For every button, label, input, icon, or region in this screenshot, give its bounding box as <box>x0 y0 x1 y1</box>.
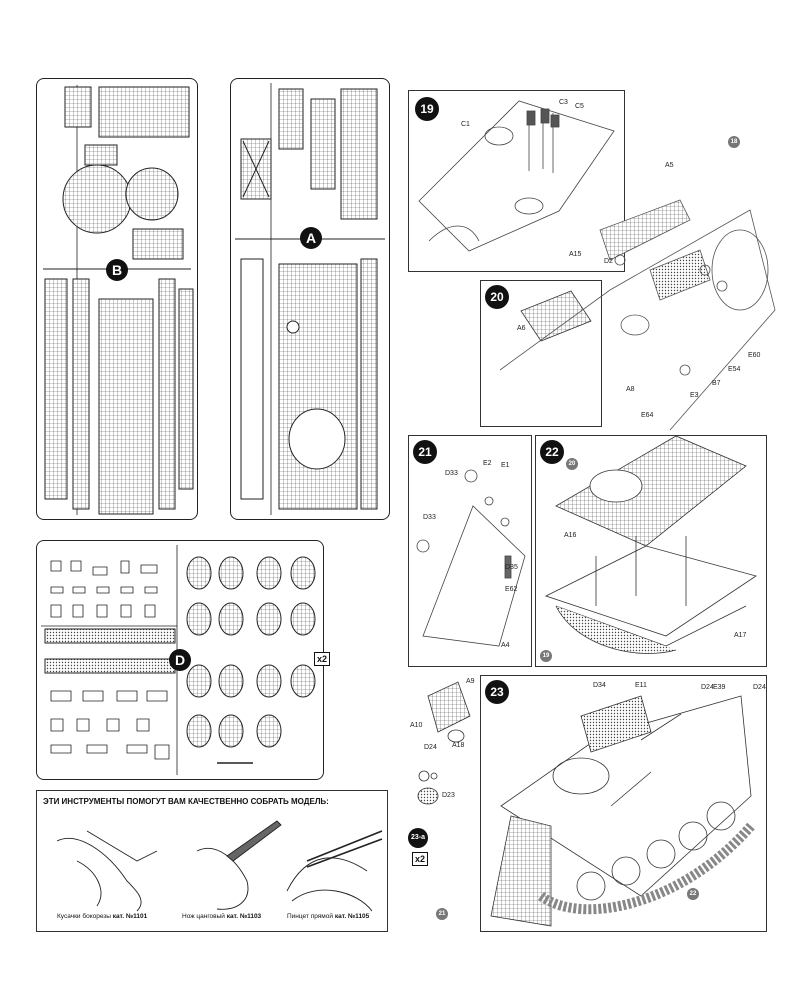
sprue-d-parts <box>41 545 316 775</box>
step-21-number: 21 <box>413 440 437 464</box>
step-21-part-d33a: D33 <box>445 470 458 477</box>
sprue-b-parts <box>43 85 194 515</box>
hull-interior-drawing <box>499 199 776 431</box>
step-23-part-d34: D34 <box>593 682 606 689</box>
step-23-part-e39: E39 <box>713 684 726 691</box>
step-23-drawing <box>490 695 755 927</box>
step-23-part-d24a: D24 <box>701 684 714 691</box>
step-23-ref-22: 22 <box>687 888 699 900</box>
sprue-a-parts <box>235 83 385 515</box>
sprue-d: D <box>36 540 324 780</box>
step-23a-part-d23: D23 <box>442 792 455 799</box>
step-23a-label: 23-a <box>408 828 428 848</box>
tool-caption-2: Нож цанговый кат. №1103 <box>182 913 261 920</box>
step-23a-part-d24: D24 <box>424 744 437 751</box>
step-23-ref-21: 21 <box>436 908 448 920</box>
step-23-part-e11: E11 <box>635 682 647 689</box>
step-23a-multiplier: x2 <box>412 852 429 866</box>
step-22-part-a17: A17 <box>734 632 747 639</box>
step-22-part-a16: A16 <box>564 532 577 539</box>
step-19-number: 19 <box>415 97 439 121</box>
sprue-b: B <box>36 78 198 520</box>
step-20-part-a8: A8 <box>626 386 635 393</box>
sprue-label-d: D <box>169 649 191 671</box>
step-20-part-b7: B7 <box>712 380 721 387</box>
step-19-panel: 19 C1 C3 C5 A15 <box>408 90 625 272</box>
tools-panel: ЭТИ ИНСТРУМЕНТЫ ПОМОГУТ ВАМ КАЧЕСТВЕННО … <box>36 790 388 932</box>
sprue-d-multiplier: x2 <box>314 652 331 666</box>
step-21-drawing <box>416 469 526 647</box>
step-22-number: 22 <box>540 440 564 464</box>
step-20-part-e64: E64 <box>641 412 654 419</box>
step-23a-part-a10: A10 <box>410 722 423 729</box>
step-21-panel: 21 D33 E2 E1 D33 D35 E62 A4 <box>408 435 532 667</box>
step-20-part-e54: E54 <box>728 366 741 373</box>
step-19-part-c5: C5 <box>575 103 584 110</box>
step-20-panel-drawing <box>520 290 592 342</box>
step-19-part-c3: C3 <box>559 99 568 106</box>
step-20-part-d2: D2 <box>604 258 613 265</box>
tool-cat-2: кат. №1103 <box>226 913 262 920</box>
step-23-part-d24b: D24 <box>753 684 766 691</box>
tool-name-1: Кусачки бокорезы <box>57 913 111 920</box>
step-21-part-e1: E1 <box>501 462 510 469</box>
sprue-label-a: A <box>300 227 322 249</box>
step-21-part-e2: E2 <box>483 460 492 467</box>
step-20-part-e60: E60 <box>748 352 761 359</box>
sprue-a: A <box>230 78 390 520</box>
step-21-part-a4: A4 <box>501 642 510 649</box>
step-19-part-c1: C1 <box>461 121 470 128</box>
tool-name-3: Пинцет прямой <box>287 913 334 920</box>
step-22-ref-20: 20 <box>566 458 578 470</box>
tool-cat-3: кат. №1105 <box>334 913 370 920</box>
sprue-label-b: B <box>106 259 128 281</box>
tool-caption-3: Пинцет прямой кат. №1105 <box>287 913 369 920</box>
step-20-number: 20 <box>485 285 509 309</box>
step-23a-part-a18: A18 <box>452 742 465 749</box>
step-19-drawing <box>418 100 615 252</box>
step-21-part-d33b: D33 <box>423 514 436 521</box>
step-22-ref-19: 19 <box>540 650 552 662</box>
step-23a-part-a9: A9 <box>466 678 475 685</box>
step-21-part-e62: E62 <box>505 586 518 593</box>
step-22-drawing <box>544 435 757 654</box>
tool-name-2: Нож цанговый <box>182 913 225 920</box>
step-19-ref-badge: 18 <box>728 136 740 148</box>
step-20-part-a6: A6 <box>517 325 526 332</box>
step-19-part-a15: A15 <box>569 251 582 258</box>
tool-cat-1: кат. №1101 <box>112 913 148 920</box>
step-20-part-e3: E3 <box>690 392 699 399</box>
step-22-panel: 22 20 19 A16 A17 <box>535 435 767 667</box>
step-20-panel: 20 A6 <box>480 280 602 427</box>
step-21-part-d35: D35 <box>505 564 518 571</box>
step-19-part-a5: A5 <box>665 162 674 169</box>
step-23-panel: 23 D34 E11 D24 E39 D24 22 <box>480 675 767 932</box>
step-23a-drawing <box>417 681 471 805</box>
tools-title: ЭТИ ИНСТРУМЕНТЫ ПОМОГУТ ВАМ КАЧЕСТВЕННО … <box>43 797 329 806</box>
step-23-number: 23 <box>485 680 509 704</box>
tool-caption-1: Кусачки бокорезы кат. №1101 <box>57 913 147 920</box>
tools-illustrations <box>56 820 383 912</box>
